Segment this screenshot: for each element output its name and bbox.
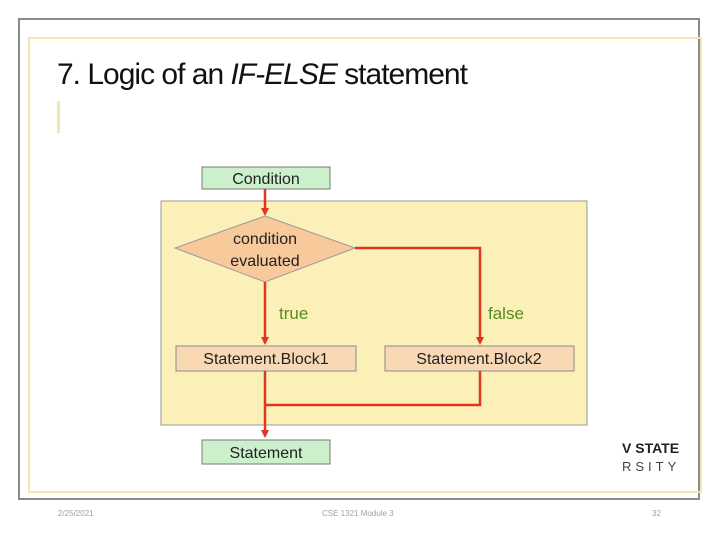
logo-line2: RSITY: [622, 459, 681, 474]
title-accent-bar: [57, 101, 60, 133]
slide-accent-border: [28, 37, 702, 493]
slide-title: 7. Logic of an IF-ELSE statement: [57, 58, 468, 92]
true-label: true: [279, 304, 308, 323]
end-statement-box: [201, 439, 331, 465]
arrow-false-branch: [355, 246, 484, 345]
logo-line1: V STATE: [622, 440, 680, 456]
title-italic: IF-ELSE: [230, 58, 337, 91]
merge-line-block2: [265, 371, 482, 407]
condition-label: Condition: [232, 171, 300, 188]
statement-block2-label: Statement.Block2: [416, 351, 542, 368]
footer-course: CSE 1321 Module 3: [322, 509, 394, 518]
footer-page-number: 32: [652, 509, 661, 518]
false-label: false: [488, 304, 524, 323]
statement-block1: [175, 345, 357, 372]
end-statement-label: Statement: [230, 445, 303, 462]
statement-block1-label: Statement.Block1: [203, 351, 329, 368]
footer-date: 2/25/2021: [58, 509, 94, 518]
decision-label-line2: evaluated: [230, 253, 299, 270]
title-suffix: statement: [336, 58, 468, 91]
university-logo: V STATE RSITY: [622, 440, 682, 480]
statement-block2: [384, 345, 575, 372]
title-prefix: 7. Logic of an: [57, 58, 231, 91]
decision-label-line1: condition: [233, 231, 297, 248]
